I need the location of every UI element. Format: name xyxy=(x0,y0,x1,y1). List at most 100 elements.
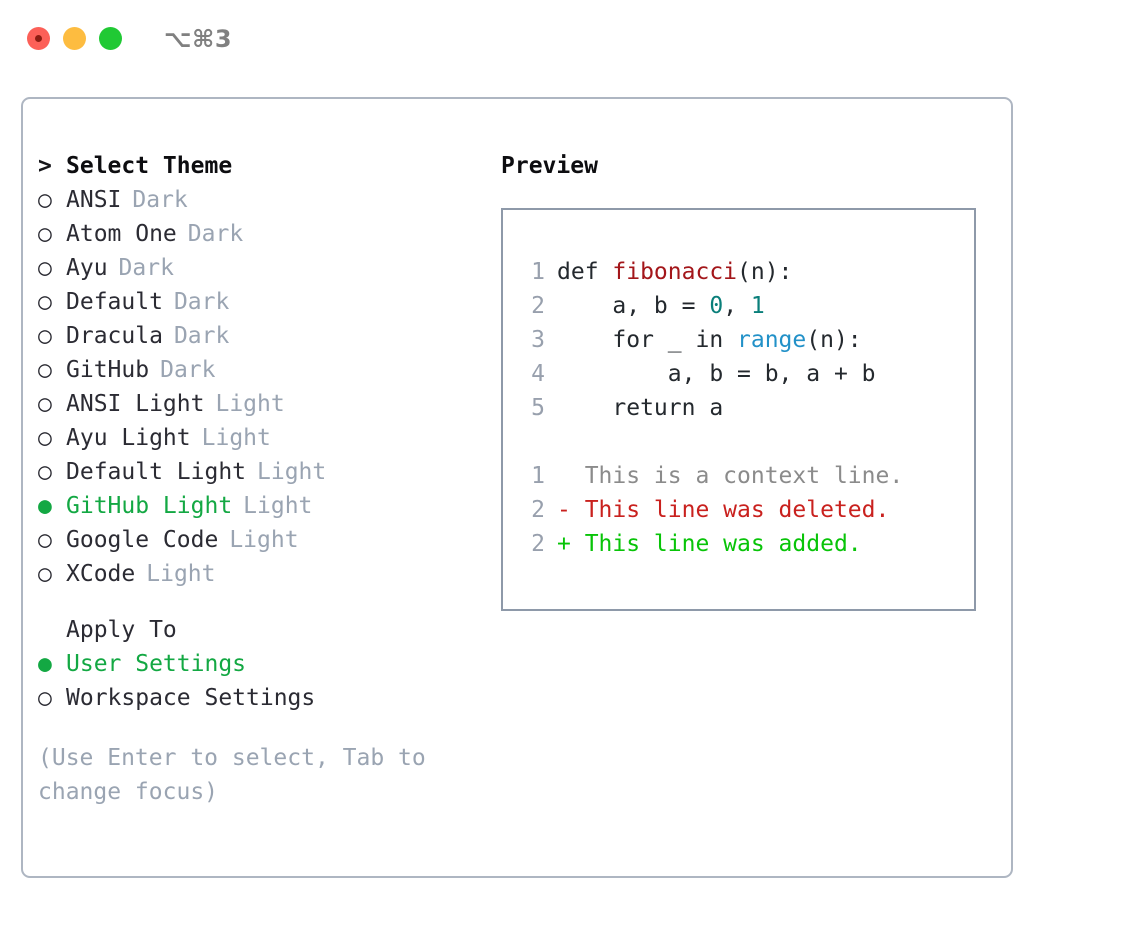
code-line: 2 a, b = 0, 1 xyxy=(503,289,974,323)
theme-variant-tag: Light xyxy=(146,561,216,587)
radio-unselected-icon[interactable]: ○ xyxy=(38,357,52,383)
diff-line-text: - This line was deleted. xyxy=(557,497,890,523)
theme-option-label: ANSI Light xyxy=(66,391,205,417)
radio-unselected-icon[interactable]: ○ xyxy=(38,255,52,281)
theme-option-label: Default Light xyxy=(66,459,247,485)
code-token-plain: def xyxy=(557,259,613,285)
diff-line-addition: 2 + This line was added. xyxy=(503,527,974,561)
theme-option-label: Atom One xyxy=(66,221,177,247)
radio-unselected-icon[interactable]: ○ xyxy=(38,221,52,247)
apply-to-option-user-settings[interactable]: ●User Settings xyxy=(38,647,488,681)
radio-unselected-icon[interactable]: ○ xyxy=(38,527,52,553)
theme-option-label: GitHub xyxy=(66,357,150,383)
theme-variant-tag: Light xyxy=(201,425,271,451)
theme-option-label: Ayu xyxy=(66,255,108,281)
theme-option-label: Dracula xyxy=(66,323,163,349)
radio-unselected-icon[interactable]: ○ xyxy=(38,459,52,485)
theme-variant-tag: Dark xyxy=(187,221,244,247)
apply-to-option-workspace-settings[interactable]: ○ Workspace Settings xyxy=(38,681,488,715)
code-token-plain: (n): xyxy=(806,327,862,353)
code-token-builtin: range xyxy=(737,327,807,353)
code-line-number: 5 xyxy=(531,395,545,421)
code-token-plain: (n): xyxy=(737,259,793,285)
code-token-func: fibonacci xyxy=(612,259,738,285)
preview-title: Preview xyxy=(501,153,598,179)
code-line-number: 2 xyxy=(531,293,545,319)
traffic-light-group xyxy=(27,27,122,50)
theme-option-label: GitHub Light xyxy=(66,493,233,519)
theme-option-ansi[interactable]: ○ ANSI Dark xyxy=(38,183,488,217)
theme-option-label: Default xyxy=(66,289,163,315)
theme-option-xcode[interactable]: ○ XCode Light xyxy=(38,557,488,591)
radio-unselected-icon[interactable]: ○ xyxy=(38,425,52,451)
theme-option-label: Google Code xyxy=(66,527,219,553)
code-token-num: 1 xyxy=(750,293,765,319)
theme-option-label: ANSI xyxy=(66,187,122,213)
radio-unselected-icon[interactable]: ○ xyxy=(38,561,52,587)
diff-line-deletion: 2 - This line was deleted. xyxy=(503,493,974,527)
code-line-text: a, b = 0, 1 xyxy=(557,289,765,323)
code-line-text: for _ in range(n): xyxy=(557,323,862,357)
theme-variant-tag: Dark xyxy=(160,357,216,383)
close-window-button[interactable] xyxy=(27,27,50,50)
theme-variant-tag: Light xyxy=(257,459,327,485)
apply-to-option-label: Workspace Settings xyxy=(66,685,316,711)
diff-line-number: 1 xyxy=(531,463,545,489)
radio-unselected-icon[interactable]: ○ xyxy=(38,323,52,349)
theme-option-default-light[interactable]: ○ Default Light Light xyxy=(38,455,488,489)
theme-option-atom-one[interactable]: ○ Atom One Dark xyxy=(38,217,488,251)
code-line-number: 3 xyxy=(531,327,545,353)
title-bar: ⌥⌘3 xyxy=(0,0,1140,77)
minimize-window-button[interactable] xyxy=(63,27,86,50)
code-line-text: a, b = b, a + b xyxy=(557,357,876,391)
theme-option-github[interactable]: ○ GitHub Dark xyxy=(38,353,488,387)
code-line: 3 for _ in range(n): xyxy=(503,323,974,357)
code-token-num: 0 xyxy=(709,293,724,319)
diff-line-text: + This line was added. xyxy=(557,531,862,557)
radio-unselected-icon[interactable]: ○ xyxy=(38,685,52,711)
keyboard-hint-text: (Use Enter to select, Tab to change focu… xyxy=(38,745,426,805)
theme-variant-tag: Light xyxy=(215,391,285,417)
diff-line-number: 2 xyxy=(531,497,545,523)
diff-line-number: 2 xyxy=(531,531,545,557)
theme-variant-tag: Dark xyxy=(132,187,188,213)
theme-option-label: XCode xyxy=(66,561,136,587)
code-token-plain: return a xyxy=(557,395,724,421)
caret-icon: > xyxy=(38,153,52,179)
theme-option-ansi-light[interactable]: ○ ANSI Light Light xyxy=(38,387,488,421)
select-theme-header-label: Select Theme xyxy=(66,153,233,179)
radio-unselected-icon[interactable]: ○ xyxy=(38,187,52,213)
radio-selected-icon[interactable]: ● xyxy=(38,493,52,519)
theme-variant-tag: Dark xyxy=(173,289,230,315)
apply-to-option-list: ●User Settings ○ Workspace Settings xyxy=(38,647,488,715)
maximize-window-button[interactable] xyxy=(99,27,122,50)
code-line-number: 4 xyxy=(531,361,545,387)
keyboard-shortcut-label: ⌥⌘3 xyxy=(164,24,233,53)
radio-unselected-icon[interactable]: ○ xyxy=(38,289,52,315)
code-line-text: return a xyxy=(557,391,723,425)
code-token-plain: , xyxy=(723,293,751,319)
code-line: 5 return a xyxy=(503,391,974,425)
select-theme-header: > Select Theme xyxy=(38,149,488,183)
diff-line-context: 1 This is a context line. xyxy=(503,459,974,493)
code-line: 4 a, b = b, a + b xyxy=(503,357,974,391)
diff-line-text: This is a context line. xyxy=(557,463,904,489)
code-line-text: def fibonacci(n): xyxy=(557,255,792,289)
code-token-plain: a, b = b, a + b xyxy=(557,361,876,387)
theme-option-default[interactable]: ○ Default Dark xyxy=(38,285,488,319)
radio-selected-icon[interactable]: ● xyxy=(38,651,52,677)
radio-unselected-icon[interactable]: ○ xyxy=(38,391,52,417)
